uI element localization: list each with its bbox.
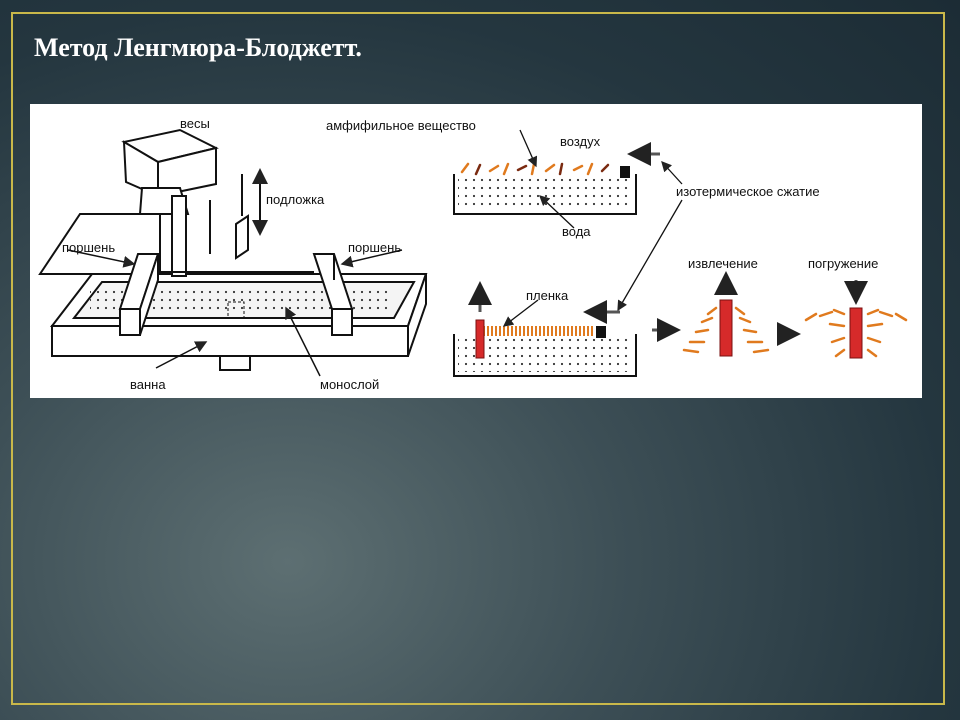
label-air: воздух <box>560 134 601 149</box>
label-trough: ванна <box>130 377 166 392</box>
label-isothermal: изотермическое сжатие <box>676 184 820 199</box>
label-immersion: погружение <box>808 256 878 271</box>
extraction-molecules <box>682 306 770 354</box>
slide-title: Метод Ленгмюра-Блоджетт. <box>34 33 362 62</box>
substrate-plate <box>235 168 268 260</box>
slide-frame <box>11 12 945 705</box>
tank-top-leaders <box>519 129 575 229</box>
immersion: погружение <box>804 256 908 359</box>
balance <box>121 128 219 277</box>
immersion-molecules <box>804 308 908 358</box>
label-substrate: подложка <box>266 192 325 207</box>
apparatus: весы подложка поршень поршень ванна моно… <box>38 116 428 392</box>
label-monolayer: монослой <box>320 377 379 392</box>
apparatus-leaders <box>67 249 403 377</box>
barrier-top <box>620 166 630 178</box>
label-water: вода <box>562 224 591 239</box>
tank-bottom: пленка <box>453 281 681 377</box>
label-balance: весы <box>180 116 210 131</box>
label-amphiphilic: амфифильное вещество <box>326 118 476 133</box>
molecules-scattered <box>460 162 610 176</box>
label-film: пленка <box>526 288 569 303</box>
immersion-substrate <box>849 307 863 359</box>
monolayer-marker <box>227 301 245 319</box>
trough <box>49 273 428 371</box>
piston-left <box>118 253 160 336</box>
substrate-red-bottom <box>475 319 485 359</box>
extraction: извлечение <box>682 256 801 357</box>
film-leader <box>502 299 539 327</box>
diagram-svg: весы подложка поршень поршень ванна моно… <box>38 116 908 392</box>
label-piston-right: поршень <box>348 240 401 255</box>
extraction-substrate <box>719 299 733 357</box>
film-molecules <box>483 326 593 336</box>
barrier-bottom <box>596 326 606 338</box>
label-extraction: извлечение <box>688 256 758 271</box>
langmuir-blodgett-figure: весы подложка поршень поршень ванна моно… <box>30 104 922 398</box>
piston-right <box>312 253 354 336</box>
isothermal-group: изотермическое сжатие <box>617 161 820 312</box>
tank-top: амфифильное вещество воздух вода <box>326 118 660 239</box>
label-piston-left: поршень <box>62 240 115 255</box>
